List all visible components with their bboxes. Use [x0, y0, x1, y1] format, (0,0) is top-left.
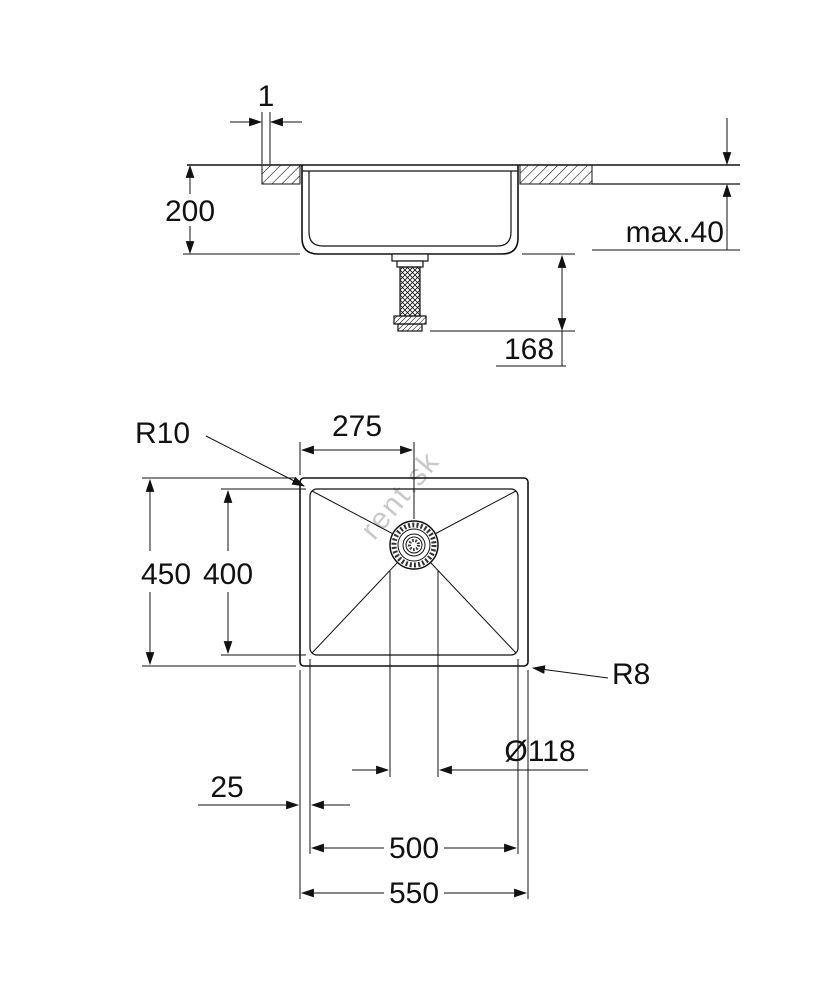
drain-center-cap — [408, 539, 420, 551]
dim-inner-height-400: 400 — [203, 488, 306, 656]
slope-line — [311, 544, 415, 654]
leader-line — [531, 665, 609, 679]
dim-counter-thickness: max.40 — [592, 118, 740, 251]
countertop-hatch-right — [519, 164, 593, 185]
dim-edge-offset-25: 25 — [198, 771, 350, 810]
r10-label: R10 — [135, 417, 190, 450]
label-radius-outer: R8 — [531, 658, 650, 691]
dim-450-label: 450 — [141, 558, 191, 591]
drain-section — [391, 245, 429, 332]
drain-threaded-pipe — [399, 266, 421, 317]
dim-drain-offset-275: 275 — [299, 410, 415, 519]
dim-dia118-label: Ø118 — [504, 735, 575, 768]
drain-ring — [405, 536, 423, 554]
dim-outer-height-450: 450 — [141, 477, 296, 667]
dim-depth-200: 200 — [165, 164, 300, 255]
label-radius-inner: R10 — [135, 417, 305, 487]
plan-view: rent.sk 275 R10 — [135, 410, 650, 910]
drain-ring — [402, 533, 426, 557]
drain-flange-inner — [396, 260, 424, 268]
dim-400-label: 400 — [203, 558, 253, 591]
dim-drain-diameter-118: Ø118 — [352, 735, 588, 775]
drain-knurled-ring — [391, 522, 437, 568]
dim-25-label: 25 — [210, 771, 243, 804]
bowl-inner-wall — [308, 171, 512, 247]
drain-nut-lower — [397, 323, 423, 332]
bottom-extension-lines — [299, 571, 529, 899]
dim-200-label: 200 — [165, 195, 215, 228]
dim-outer-width-550: 550 — [300, 877, 528, 910]
drain-flange-outer — [391, 253, 429, 262]
slope-line — [413, 544, 517, 654]
section-view: 1 200 max.40 168 — [165, 80, 740, 367]
dim-drain-depth-168: 168 — [430, 253, 575, 367]
r8-label: R8 — [612, 658, 650, 691]
dim-max40-label: max.40 — [626, 216, 724, 249]
sink-bowl-section — [301, 165, 519, 255]
drain-nut-upper — [393, 315, 427, 325]
dim-168-label: 168 — [504, 333, 554, 366]
countertop-hatch-left — [261, 164, 301, 185]
dim-275-label: 275 — [332, 410, 382, 443]
dim-550-label: 550 — [389, 877, 439, 910]
dim-rim-thickness: 1 — [230, 80, 302, 164]
bowl-outer-wall — [301, 165, 519, 255]
drain-plan — [389, 520, 439, 570]
dim-1-label: 1 — [258, 80, 275, 113]
dim-500-label: 500 — [389, 832, 439, 865]
dim-inner-width-500: 500 — [310, 832, 518, 865]
